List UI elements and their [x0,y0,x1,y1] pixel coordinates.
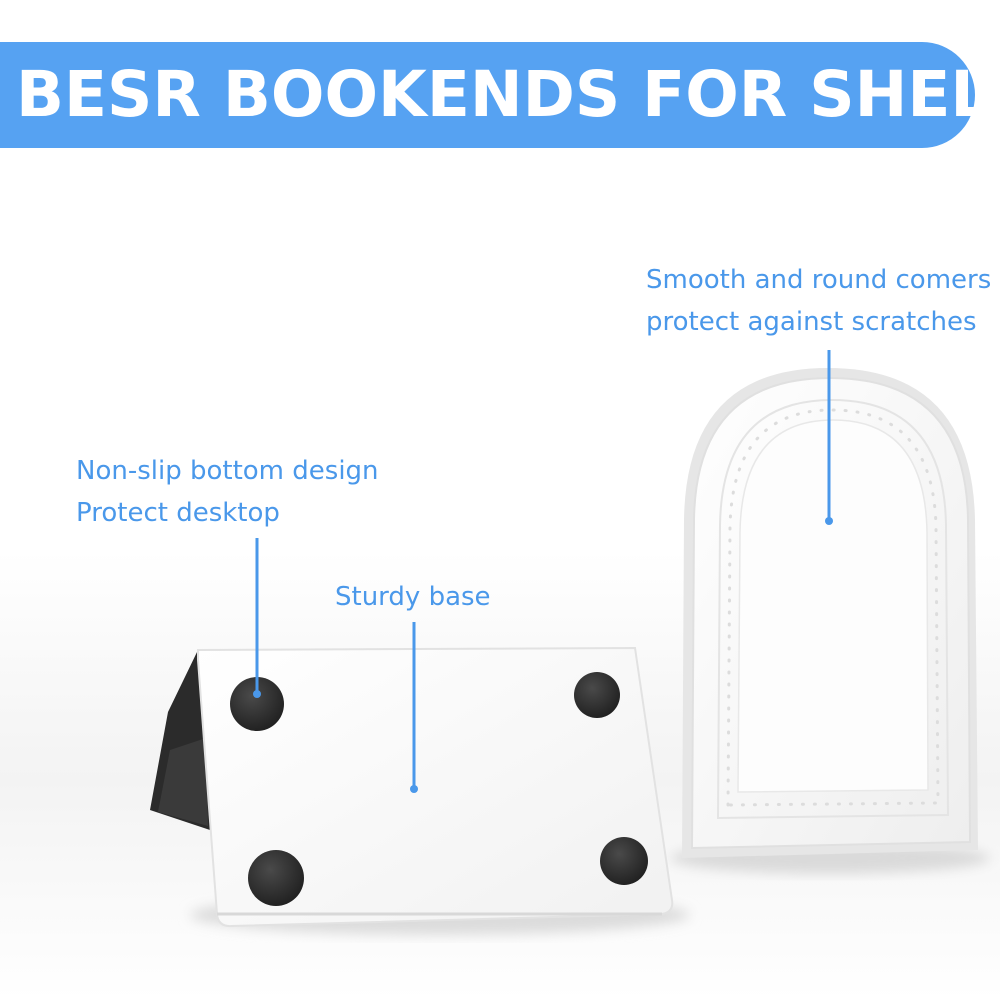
title-banner: BESR BOOKENDS FOR SHELF [0,42,1000,148]
non-slip-pad-bottom-left [248,850,304,906]
bookend-base-plate [197,646,674,928]
upright-bookend-dot-border [726,408,940,807]
non-slip-pad-bottom-right [600,837,648,885]
callout-corners-line1: Smooth and round comers [646,265,992,295]
non-slip-pad-top-right [574,672,620,718]
callout-corners-line2: protect against scratches [646,307,977,337]
banner-title: BESR BOOKENDS FOR SHELF [16,58,1000,131]
callout-smooth-corners: Smooth and round comers protect against … [646,259,991,343]
callout-base-line1: Sturdy base [335,582,491,612]
callout-nonslip-line2: Protect desktop [76,498,280,528]
base-callout-dot [410,785,418,793]
callout-non-slip-bottom: Non-slip bottom design Protect desktop [76,450,379,534]
upright-bookend-bevel [716,398,950,820]
upright-bookend-inner-panel [737,419,929,793]
corners-callout-dot [825,517,833,525]
nonslip-callout-dot [253,690,261,698]
non-slip-pad-top-left [230,677,284,731]
callout-sturdy-base: Sturdy base [335,576,491,618]
bookend-textured-pad [158,738,208,826]
callout-nonslip-line1: Non-slip bottom design [76,456,379,486]
